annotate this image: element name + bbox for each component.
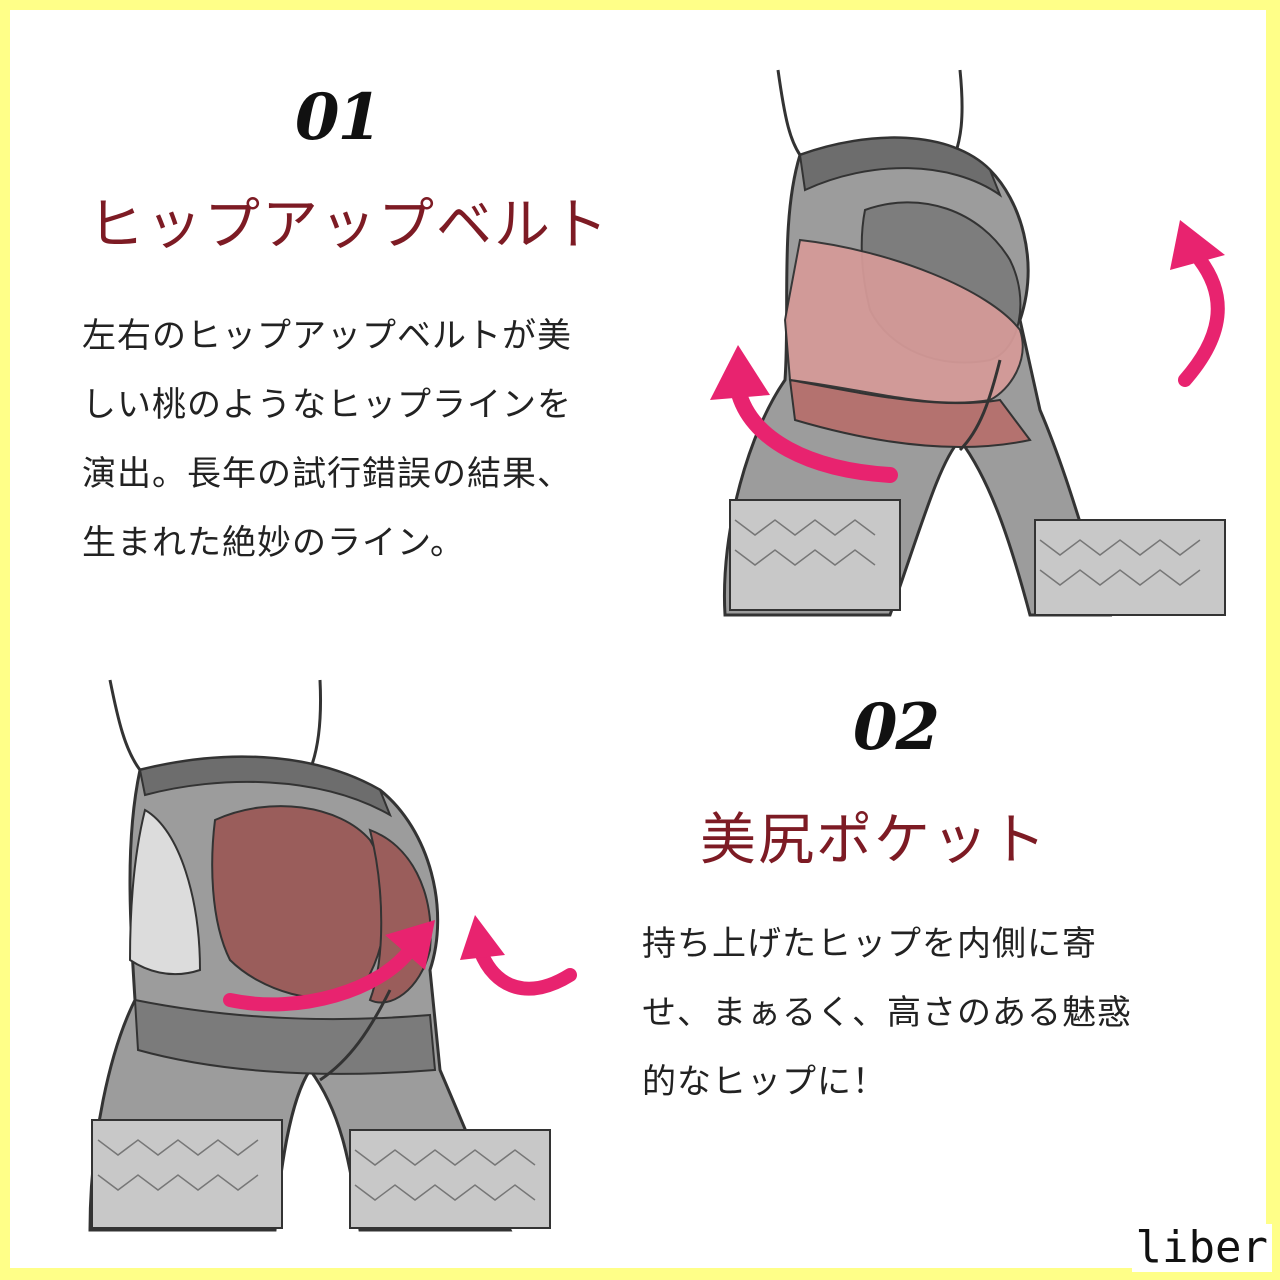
hip-up-belt-illustration-icon	[710, 69, 1226, 617]
section2-title: 美尻ポケット	[700, 808, 1048, 873]
section2-line-3: 的なヒップに！	[642, 1062, 887, 1102]
section1-title: ヒップアップベルト	[88, 193, 610, 258]
section1-line-3: 演出。長年の試行錯誤の結果、	[82, 454, 572, 494]
section2-line-2: せ、まぁるく、高さのある魅惑	[642, 993, 1132, 1033]
section1-line-4: 生まれた絶妙のライン。	[82, 523, 465, 563]
section2-number: 02	[853, 690, 940, 765]
brand-logo: liber	[1131, 1224, 1272, 1272]
product-feature-card: 01 ヒップアップベルト 左右のヒップアップベルトが美 しい桃のようなヒップライ…	[10, 10, 1266, 1268]
section1-description: 左右のヒップアップベルトが美 しい桃のようなヒップラインを 演出。長年の試行錯誤…	[82, 302, 572, 578]
hip-pocket-illustration-icon	[88, 679, 577, 1232]
section1-line-2: しい桃のようなヒップラインを	[82, 385, 572, 425]
section1-number: 01	[295, 80, 382, 155]
section2-description: 持ち上げたヒップを内側に寄 せ、まぁるく、高さのある魅惑 的なヒップに！	[642, 910, 1132, 1117]
section1-line-1: 左右のヒップアップベルトが美	[82, 316, 572, 356]
section2-line-1: 持ち上げたヒップを内側に寄	[642, 924, 1097, 964]
